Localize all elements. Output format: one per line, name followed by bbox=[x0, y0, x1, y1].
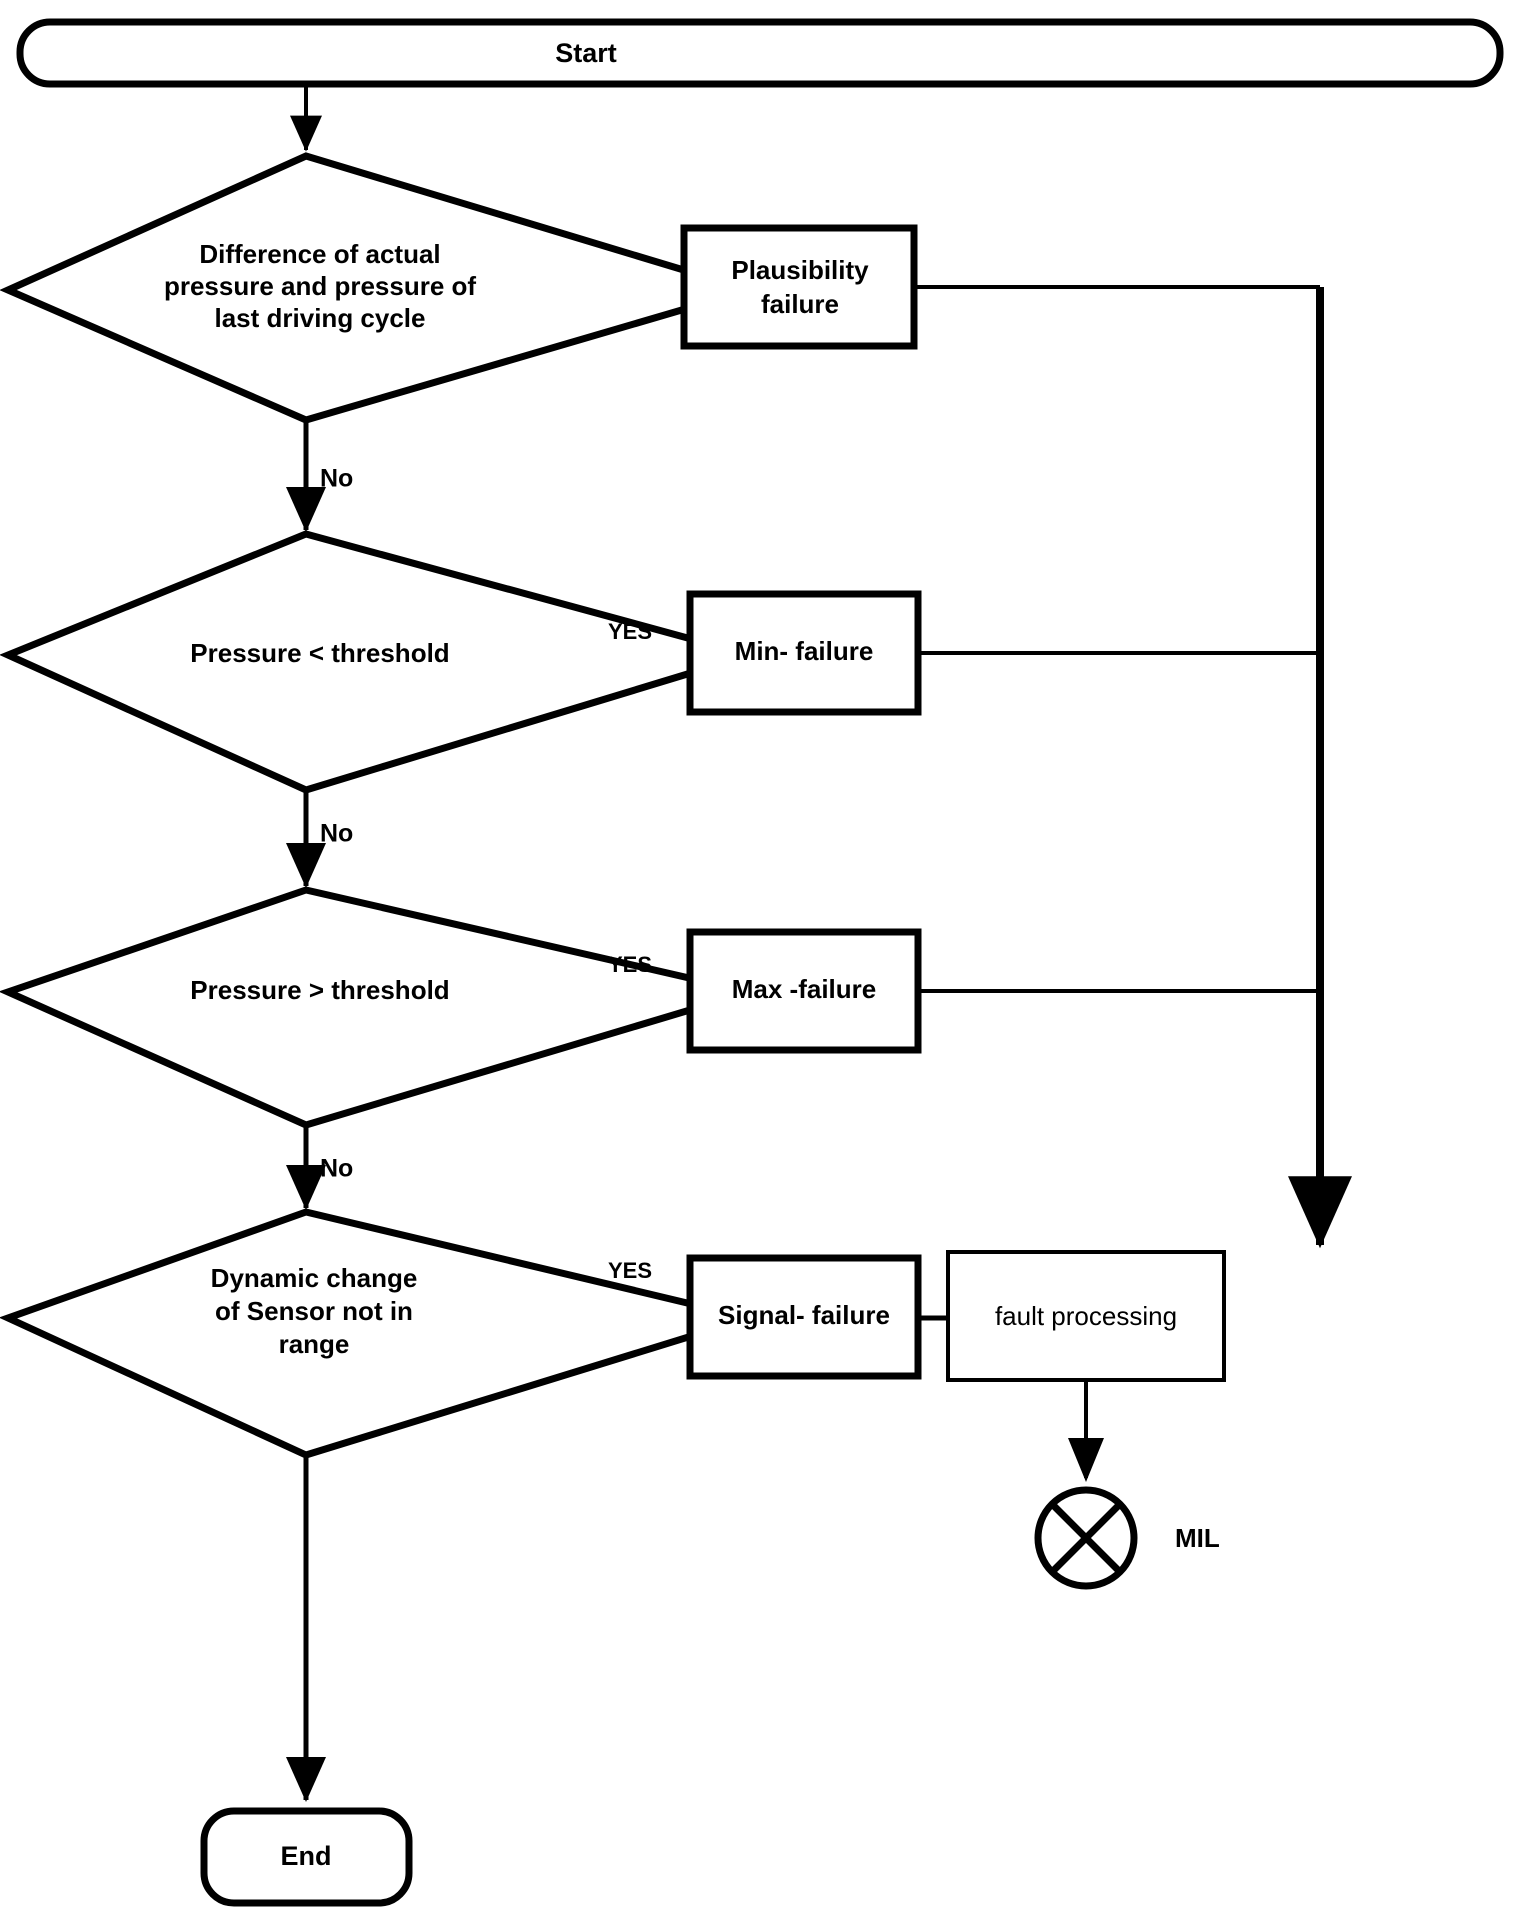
decision-min-line-1: Pressure < threshold bbox=[190, 638, 449, 668]
mil-cross-stroke-b bbox=[1049, 1501, 1123, 1575]
edge-label-max-no: No bbox=[320, 1155, 353, 1183]
node-decision-max[interactable]: Pressure > threshold bbox=[0, 886, 764, 1129]
node-end-label: End bbox=[281, 1841, 332, 1871]
edge-label-max-yes: YES bbox=[608, 952, 652, 977]
node-end[interactable]: End bbox=[200, 1807, 413, 1907]
decision-dynamic-line-2: of Sensor not in bbox=[215, 1296, 413, 1326]
decision-plausibility-line-2: pressure and pressure of bbox=[164, 271, 476, 301]
node-min-failure[interactable]: Min- failure bbox=[686, 590, 922, 716]
node-start-label: Start bbox=[555, 38, 617, 68]
mil-label: MIL bbox=[1175, 1523, 1220, 1553]
node-decision-plausibility[interactable]: Difference of actual pressure and pressu… bbox=[0, 152, 763, 424]
decision-plausibility-line-1: Difference of actual bbox=[199, 239, 440, 269]
edge-label-dynamic-yes: YES bbox=[608, 1258, 652, 1283]
plausibility-failure-line-1: Plausibility bbox=[731, 255, 869, 285]
edge-label-min-yes: YES bbox=[608, 619, 652, 644]
min-failure-label: Min- failure bbox=[735, 636, 874, 666]
node-plausibility-failure[interactable]: Plausibility failure bbox=[680, 224, 918, 350]
node-fault-processing[interactable]: fault processing bbox=[946, 1250, 1226, 1382]
max-failure-label: Max -failure bbox=[732, 974, 877, 1004]
edge-label-plausibility-no: No bbox=[320, 465, 353, 493]
node-signal-failure[interactable]: Signal- failure bbox=[686, 1254, 922, 1380]
node-mil[interactable] bbox=[1034, 1486, 1138, 1590]
edge-label-min-no: No bbox=[320, 820, 353, 848]
decision-dynamic-line-1: Dynamic change bbox=[211, 1263, 418, 1293]
node-decision-dynamic[interactable]: Dynamic change of Sensor not in range bbox=[0, 1208, 764, 1459]
node-start[interactable]: Start bbox=[16, 18, 1504, 88]
decision-dynamic-line-3: range bbox=[279, 1329, 350, 1359]
plausibility-failure-line-2: failure bbox=[761, 289, 839, 319]
fault-processing-label: fault processing bbox=[995, 1301, 1177, 1331]
decision-max-line-1: Pressure > threshold bbox=[190, 975, 449, 1005]
signal-failure-label: Signal- failure bbox=[718, 1300, 890, 1330]
node-max-failure[interactable]: Max -failure bbox=[686, 928, 922, 1054]
decision-plausibility-line-3: last driving cycle bbox=[215, 303, 426, 333]
node-decision-min[interactable]: Pressure < threshold bbox=[0, 530, 763, 794]
